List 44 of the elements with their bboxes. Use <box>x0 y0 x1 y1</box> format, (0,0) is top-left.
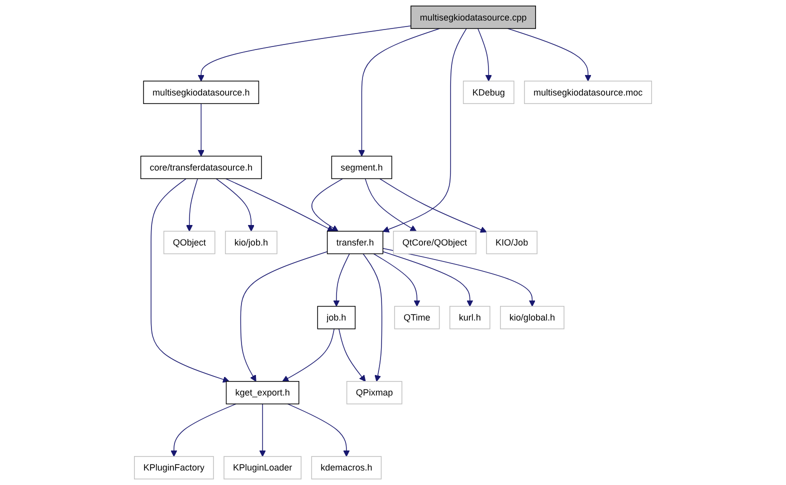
arrow <box>358 28 440 156</box>
arrow <box>379 178 487 233</box>
node-box: kdemacros.h <box>311 456 382 480</box>
node-box: multisegkiodatasource.h <box>143 80 260 104</box>
node-box: multisegkiodatasource.cpp <box>410 6 536 29</box>
node-box: KPluginLoader <box>224 456 302 480</box>
arrow <box>259 404 266 457</box>
arrow <box>150 178 230 383</box>
arrow <box>198 103 204 156</box>
arrow <box>382 28 467 232</box>
arrow <box>338 328 366 382</box>
arrow <box>382 248 536 307</box>
node-box: QPixmap <box>346 381 402 404</box>
node-box: KIO/Job <box>486 230 538 254</box>
arrow <box>311 178 344 232</box>
node-box: job.h <box>317 306 356 330</box>
node-box: multisegkiodatasource.moc <box>524 80 652 104</box>
arrow <box>287 404 350 457</box>
node-box: segment.h <box>331 156 392 180</box>
arrow <box>225 178 334 232</box>
arrow <box>364 178 417 232</box>
node-box: transfer.h <box>326 230 384 254</box>
node-box: QTime <box>394 306 440 330</box>
arrow <box>478 28 492 82</box>
arrow <box>186 178 198 232</box>
node-box: kget_export.h <box>226 381 300 404</box>
node-box: kio/job.h <box>225 230 278 254</box>
arrow <box>373 253 420 307</box>
arrow <box>333 253 350 307</box>
arrow <box>507 28 592 82</box>
node-box: kurl.h <box>449 306 490 330</box>
node-box: KPluginFactory <box>134 456 214 480</box>
node-box: QtCore/QObject <box>393 230 476 254</box>
arrow <box>216 178 254 232</box>
arrow <box>170 404 236 457</box>
node-box: core/transferdatasource.h <box>140 156 262 180</box>
node-box: kio/global.h <box>500 306 564 330</box>
arrow <box>198 26 412 82</box>
node-box: QObject <box>163 230 216 254</box>
arrow <box>362 253 382 382</box>
arrow <box>282 328 335 382</box>
arrow <box>240 251 328 382</box>
arrow <box>382 251 474 307</box>
node-box: KDebug <box>462 80 514 104</box>
